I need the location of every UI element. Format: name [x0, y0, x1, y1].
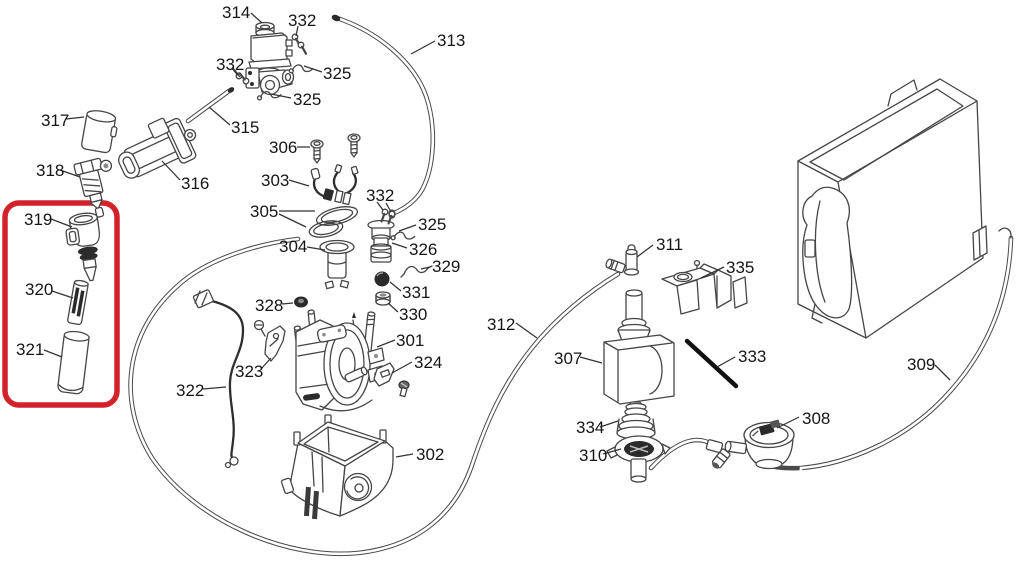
part-label-309: 309	[907, 355, 936, 374]
part-label-303: 303	[261, 171, 290, 190]
part-label-325-b: 325	[293, 90, 322, 109]
part-308-flow-meter	[711, 419, 795, 470]
part-label-326: 326	[409, 240, 438, 259]
part-label-322: 322	[176, 381, 205, 400]
part-306-screws	[310, 133, 361, 164]
part-322-cable	[192, 289, 245, 469]
part-label-331: 331	[402, 283, 431, 302]
part-label-323: 323	[235, 362, 264, 381]
part-label-319: 319	[24, 210, 53, 229]
part-314-solenoid-valve	[245, 21, 295, 96]
water-tank	[797, 78, 988, 339]
part-label-332-a: 332	[288, 11, 317, 30]
part-325-clip-b	[256, 90, 282, 103]
part-329-clip	[400, 265, 433, 278]
part-318-upper-valve	[73, 157, 113, 218]
tube-315	[185, 87, 235, 124]
part-label-316: 316	[181, 174, 210, 193]
part-label-314: 314	[222, 3, 251, 22]
part-label-329: 329	[432, 257, 461, 276]
part-321-tube	[57, 330, 90, 395]
part-label-325-c: 325	[418, 215, 447, 234]
part-label-333: 333	[738, 347, 767, 366]
part-307-pump	[603, 289, 675, 418]
part-332-screws-top	[290, 32, 310, 57]
part-label-302: 302	[416, 445, 445, 464]
part-310-grommet	[606, 435, 671, 483]
part-label-321: 321	[16, 340, 45, 359]
tube-312	[128, 236, 621, 557]
part-label-318: 318	[36, 161, 65, 180]
part-320-insert	[67, 279, 89, 326]
part-304-valve-body	[319, 239, 355, 290]
tube-310-to-308	[648, 437, 724, 471]
part-label-313: 313	[437, 31, 466, 50]
part-334-bellows	[616, 402, 656, 440]
part-316-body	[118, 117, 197, 179]
part-label-332-c: 332	[366, 186, 395, 205]
part-label-332-b: 332	[216, 55, 245, 74]
part-label-315: 315	[231, 118, 260, 137]
part-label-301: 301	[396, 331, 425, 350]
part-305-gaskets	[308, 206, 359, 238]
part-label-312: 312	[487, 315, 516, 334]
part-303-wires	[310, 164, 359, 206]
part-label-308: 308	[802, 409, 831, 428]
part-label-317: 317	[41, 111, 70, 130]
part-302-housing	[280, 414, 394, 520]
part-label-334: 334	[576, 418, 605, 437]
part-317-cap	[81, 110, 118, 154]
part-323-bracket	[253, 319, 286, 362]
part-label-304: 304	[279, 237, 308, 256]
part-311-elbow-fitting	[605, 244, 640, 276]
part-319-nozzle	[65, 212, 101, 282]
part-label-328: 328	[255, 296, 284, 315]
part-label-335: 335	[726, 258, 755, 277]
part-label-320: 320	[25, 280, 54, 299]
part-label-307: 307	[554, 349, 583, 368]
part-301-boiler	[293, 309, 385, 412]
part-333-rod	[684, 338, 739, 389]
part-326-piston	[367, 219, 395, 263]
part-label-325-a: 325	[323, 64, 352, 83]
part-label-330: 330	[399, 305, 428, 324]
part-label-306: 306	[269, 138, 298, 157]
leader-lines	[43, 12, 951, 458]
tube-309	[753, 227, 1014, 561]
part-331-ball	[374, 271, 390, 287]
part-328-nut	[294, 296, 308, 308]
part-label-311: 311	[656, 235, 684, 254]
part-324-bracket	[373, 362, 410, 398]
highlight-box	[2, 200, 120, 408]
part-label-324: 324	[414, 353, 443, 372]
part-label-305: 305	[250, 202, 279, 221]
part-label-310: 310	[579, 446, 608, 465]
part-330-nut	[375, 291, 391, 306]
